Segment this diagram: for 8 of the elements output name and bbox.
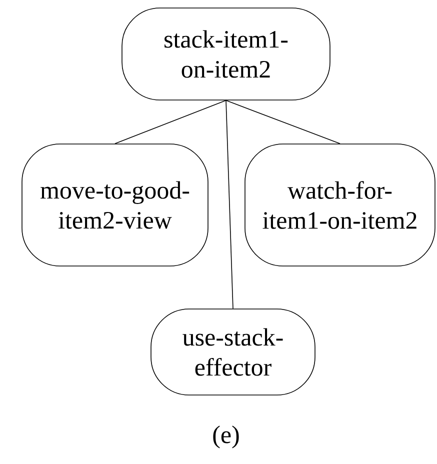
process-box: stack-item1-on-item2 [122,8,330,100]
connector-line [226,100,340,144]
connector-line [226,100,234,309]
caption: (e) [213,426,239,448]
process-box: watch-for-item1-on-item2 [244,144,436,266]
process-box: move-to-good-item2-view [22,144,208,266]
connector-line [114,100,226,144]
process-box: use-stack-effector [150,308,316,396]
